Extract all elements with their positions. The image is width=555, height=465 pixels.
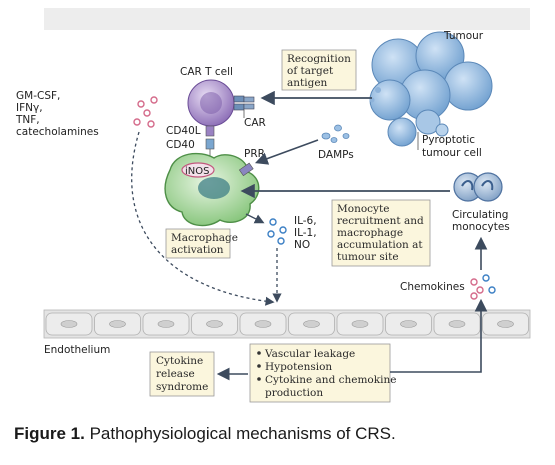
pyroptotic-label-2: tumour cell [422,147,482,159]
crs-text-1: Cytokine [156,355,203,367]
caption-text: Pathophysiological mechanisms of CRS. [84,424,396,443]
endothelial-nucleus [206,320,223,328]
endothelium-layer [43,309,531,339]
monocyte-box [331,199,431,267]
arrow-damps [254,139,319,165]
crs-text-3: syndrome [156,381,208,393]
recognition-box [281,49,357,91]
endothelial-nucleus [351,320,369,328]
circulating-monocytes [453,172,503,202]
crs-text-2: release [156,368,195,380]
recognition-text-1: Recognition [287,53,351,65]
chemokines-label: Chemokines [400,281,465,293]
cytokine-left-3: TNF, [15,114,40,126]
cd40-label: CD40 [166,139,195,151]
header-band [44,8,530,30]
tumour-cells [369,31,493,147]
monocyte-text-3: macrophage [337,227,403,239]
arrow-macrophage-il [245,213,265,224]
figure-caption: Figure 1. Pathophysiological mechanisms … [14,424,396,444]
il-1-label: IL-6, [294,215,317,227]
monocyte-text-4: accumulation at [337,239,423,251]
damps-label: DAMPs [318,149,354,161]
endothelial-nucleus [497,320,514,328]
macrophage-activation-box [165,228,231,259]
recognition-text-2: of target [287,65,334,77]
macrophage-activation-2: activation [171,244,224,256]
recognition-text-3: antigen [287,77,328,89]
endothelial-nucleus [448,320,466,328]
cytokine-dots-left [133,96,158,128]
effect-hypotension: Hypotension [265,361,332,373]
prr-label: PRR [244,148,265,160]
endothelial-nucleus [109,320,126,328]
monocyte-text-5: tumour site [337,251,399,263]
car-receptor [233,95,255,118]
crs-box [149,351,215,397]
effect-cytokine-1: Cytokine and chemokine [265,374,396,386]
endothelial-nucleus [400,320,417,328]
car-label: CAR [244,117,266,129]
cytokine-left-4: catecholamines [16,126,99,138]
endothelial-nucleus [303,320,320,328]
tumour-label: Tumour [443,30,484,42]
endothelial-nucleus [157,320,175,328]
prr-receptor [238,162,254,177]
monocyte-text-2: recruitment and [337,215,424,227]
monocyte-text-1: Monocyte [337,203,389,215]
il-2-label: IL-1, [294,227,317,239]
cytokine-left-1: GM-CSF, [16,90,60,102]
endothelial-nucleus [254,320,272,328]
circulating-label-2: monocytes [452,221,510,233]
cd40-link [205,125,215,158]
caption-prefix: Figure 1. [14,424,85,443]
pyroptotic-cell [415,109,449,150]
chemokine-dots [470,274,496,300]
macrophage-activation-1: Macrophage [171,232,238,244]
pyroptotic-label-1: Pyroptotic [422,134,475,146]
cd40l-label: CD40L [166,125,201,137]
cytokine-left-2: IFNγ, [16,102,43,114]
circulating-label-1: Circulating [452,209,508,221]
effects-box [249,343,391,403]
arrow-left-dashed [131,131,275,306]
arrow-effects-chemokines [390,298,488,373]
effect-cytokine-2: production [265,387,323,399]
damps-fragments [321,124,350,143]
il-dots [267,218,287,245]
car-t-cell-label: CAR T cell [180,66,233,78]
endothelium-label: Endothelium [44,344,110,356]
inos-label: iNOS [185,166,209,177]
effect-vascular: Vascular leakage [264,348,355,360]
inos-bubble [181,162,215,178]
endothelial-nucleus [60,320,78,328]
il-3-label: NO [294,239,310,251]
